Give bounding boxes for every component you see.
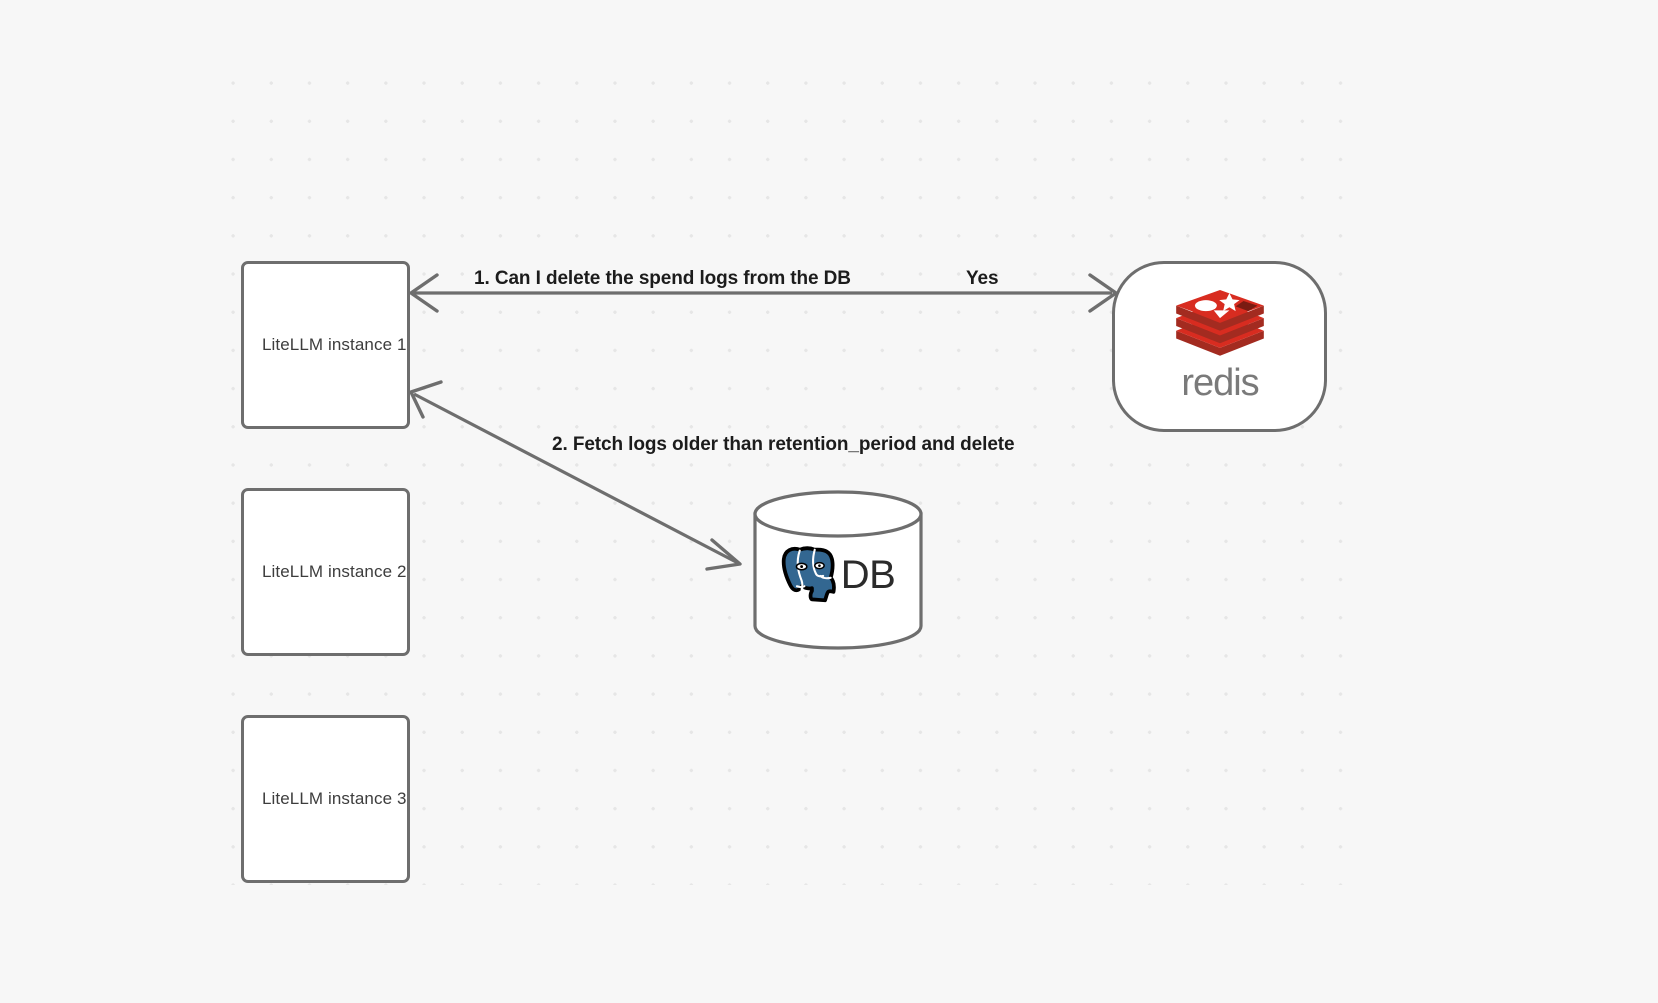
edge-label-step-2: 2. Fetch logs older than retention_perio… xyxy=(552,434,1015,455)
node-database[interactable]: DB xyxy=(752,490,924,650)
node-redis[interactable]: redis xyxy=(1112,261,1327,432)
node-label-instance-1: LiteLLM instance 1 xyxy=(262,335,407,354)
redis-wordmark: redis xyxy=(1165,363,1275,403)
node-litellm-instance-1[interactable]: LiteLLM instance 1 xyxy=(241,261,410,429)
edge-label-step-1: 1. Can I delete the spend logs from the … xyxy=(474,268,851,289)
postgresql-elephant-icon xyxy=(781,546,836,603)
node-label-instance-3: LiteLLM instance 3 xyxy=(262,789,407,808)
edge-instance1-database xyxy=(409,380,742,571)
database-logo-row: DB xyxy=(752,532,924,618)
arrowhead-left-instance1 xyxy=(409,273,439,313)
redis-wordmark-text: redis xyxy=(1181,363,1258,403)
redis-logo-icon xyxy=(1175,290,1264,356)
node-label-instance-2: LiteLLM instance 2 xyxy=(262,562,407,581)
edge-label-yes: Yes xyxy=(966,268,999,289)
cylinder-shape xyxy=(753,490,923,650)
arrowhead-upperleft-instance1 xyxy=(409,380,443,419)
node-litellm-instance-2[interactable]: LiteLLM instance 2 xyxy=(241,488,410,656)
arrowhead-lowerright-database xyxy=(705,538,742,571)
node-litellm-instance-3[interactable]: LiteLLM instance 3 xyxy=(241,715,410,883)
database-label: DB xyxy=(840,553,896,597)
